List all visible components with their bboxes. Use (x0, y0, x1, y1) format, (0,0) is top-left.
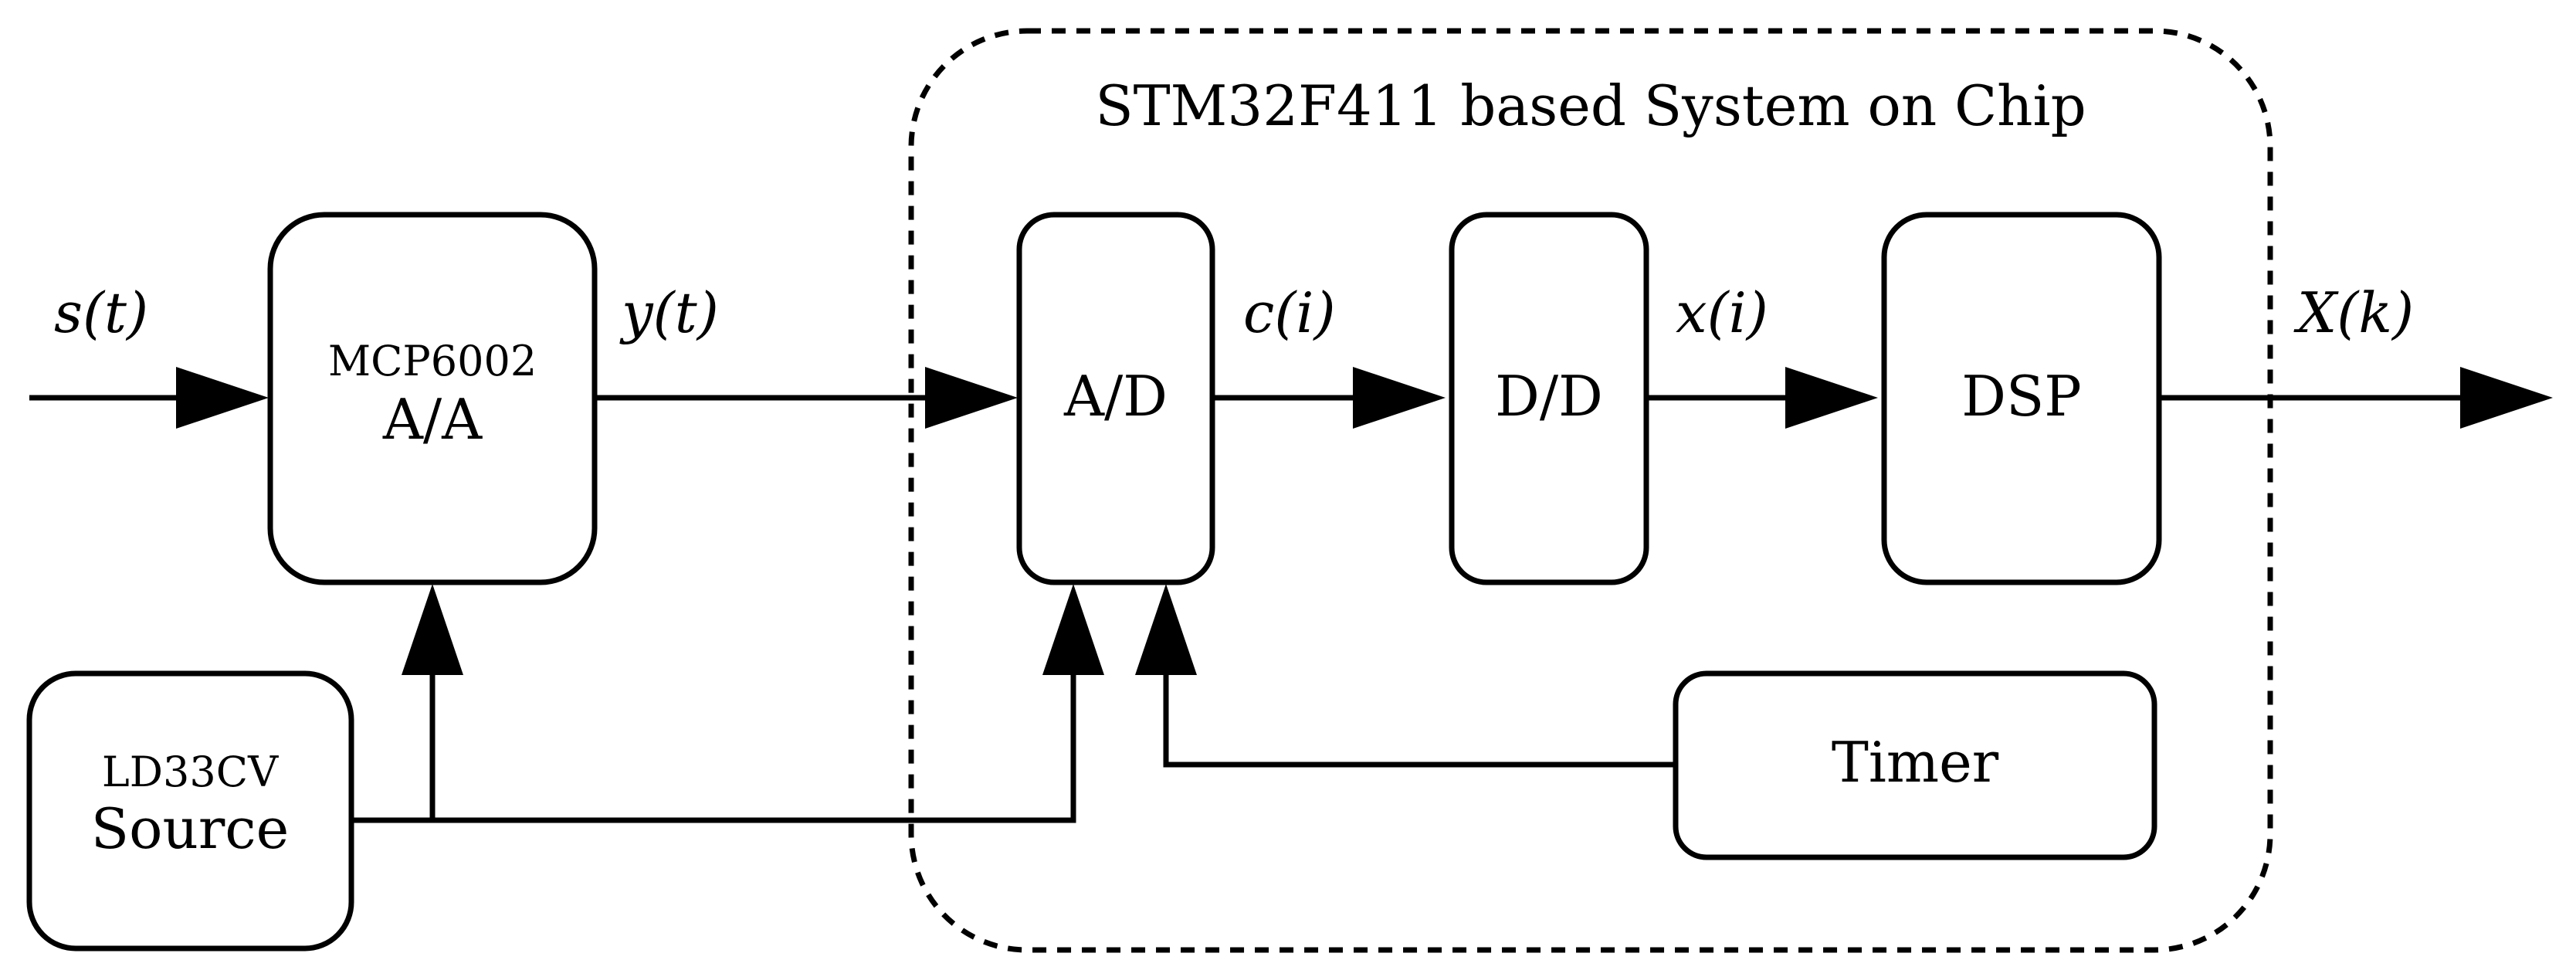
dd-block: D/D (1449, 212, 1649, 585)
amplifier-block: MCP6002 A/A (267, 212, 598, 585)
amplifier-model: MCP6002 (328, 337, 537, 385)
timer-block: Timer (1673, 670, 2157, 860)
arrow-head-adc-timer (1135, 584, 1197, 675)
dd-label: D/D (1495, 364, 1603, 429)
source-label: Source (91, 796, 289, 861)
arrow-head-adc-in (925, 367, 1018, 429)
source-model: LD33CV (102, 748, 279, 796)
arrow-head-amp-power (402, 584, 463, 675)
amplifier-label: A/A (382, 387, 483, 452)
arrow-head-input (176, 367, 269, 429)
arrow-head-output (2460, 367, 2553, 429)
adc-block: A/D (1016, 212, 1215, 585)
arrow-head-adc-power (1042, 584, 1104, 675)
signal-x-label: x(i) (1676, 280, 1768, 345)
source-block: LD33CV Source (26, 670, 354, 952)
soc-boundary (908, 28, 2273, 953)
dsp-label: DSP (1961, 364, 2082, 429)
soc-title: STM32F411 based System on Chip (1095, 73, 2086, 138)
wire-source-power (351, 633, 1076, 823)
signal-X-label: X(k) (2293, 280, 2414, 345)
signal-y-label: y(t) (619, 280, 719, 345)
adc-label: A/D (1063, 364, 1168, 429)
dsp-block: DSP (1881, 212, 2162, 585)
timer-label: Timer (1832, 730, 1999, 795)
arrow-head-dsp-in (1785, 367, 1878, 429)
signal-s-label: s(t) (54, 280, 148, 345)
arrow-head-dd-in (1353, 367, 1446, 429)
wire-timer-to-adc (1163, 633, 1676, 768)
signal-c-label: c(i) (1243, 280, 1336, 345)
